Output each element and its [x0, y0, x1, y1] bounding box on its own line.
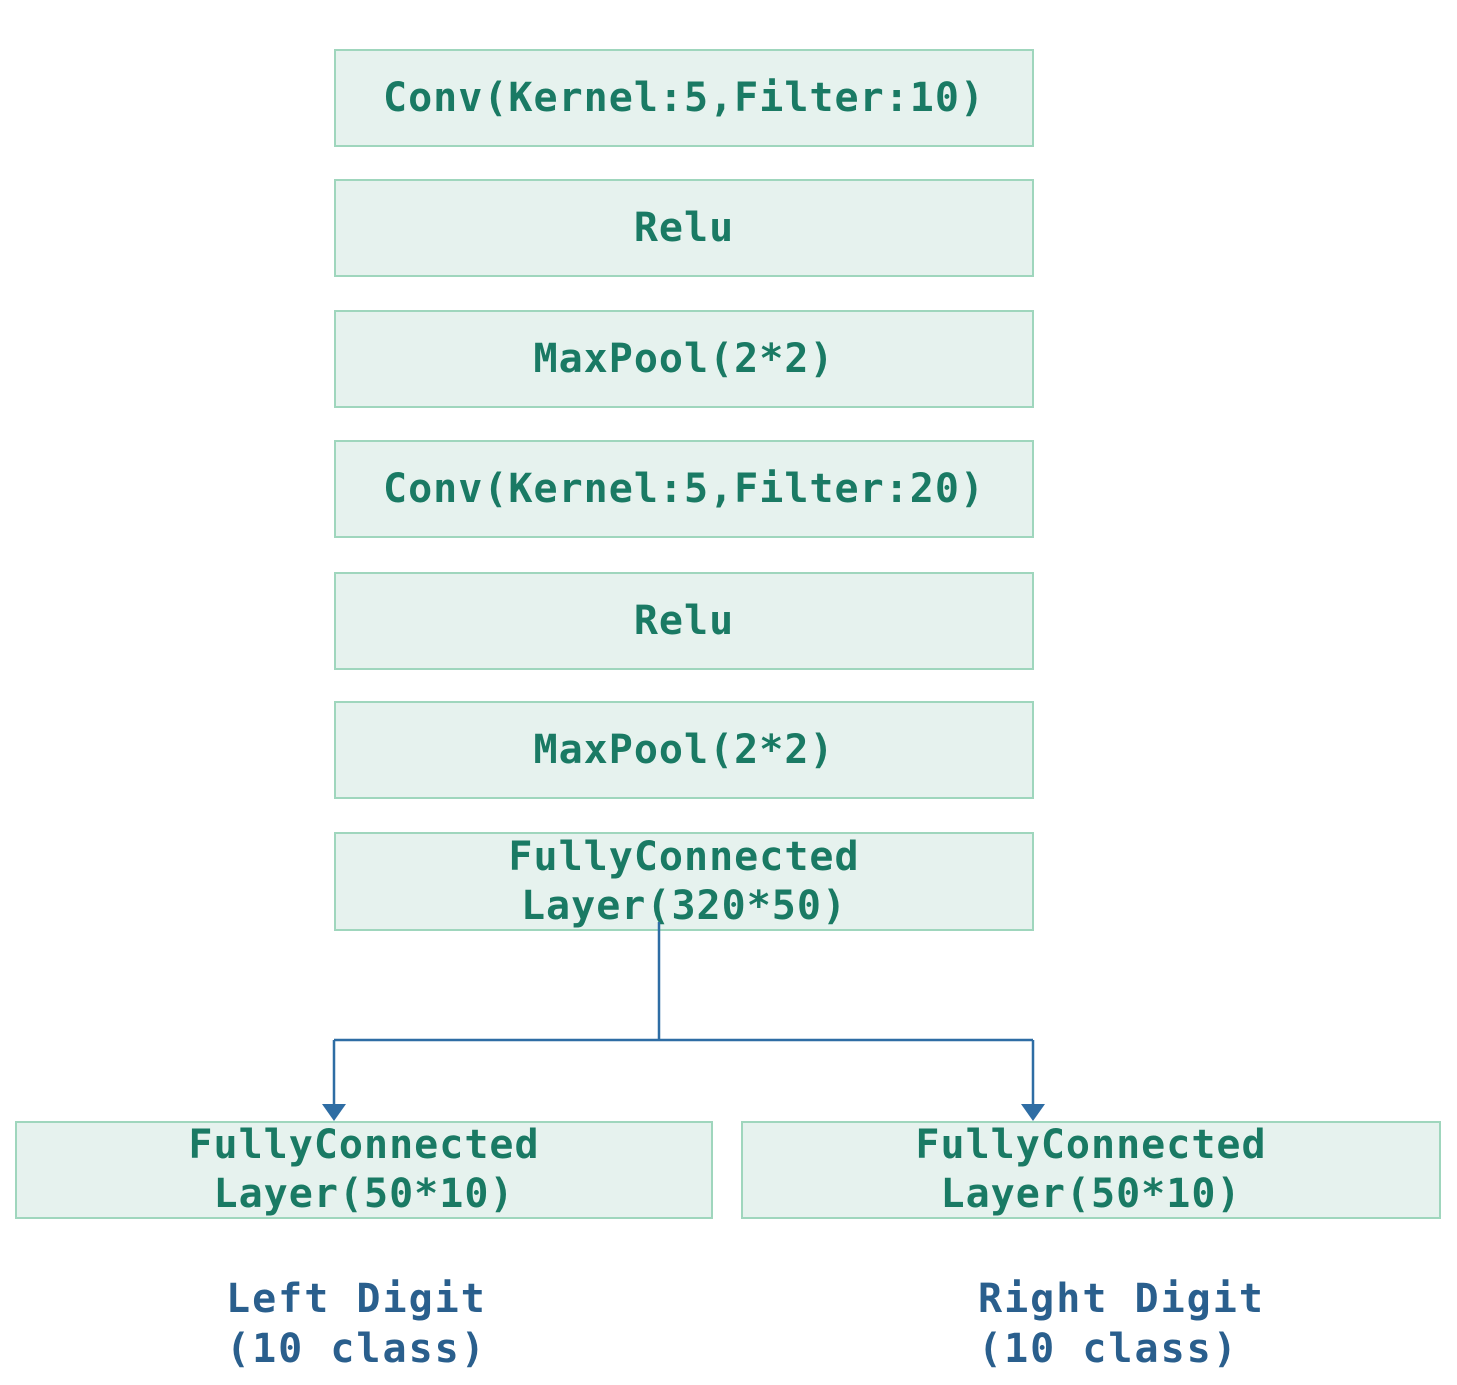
left-digit-classes: (10 class) — [226, 1326, 487, 1372]
conv-layer-1: Conv(Kernel:5,Filter:10) — [334, 49, 1034, 147]
relu-layer-1-label: Relu — [633, 205, 735, 251]
fc-left-label-line2: Layer(50*10) — [213, 1171, 515, 1217]
conv-layer-2-label: Conv(Kernel:5,Filter:20) — [383, 466, 985, 512]
fc-shared-label-line2: Layer(320*50) — [520, 882, 848, 929]
fully-connected-layer-left: FullyConnected Layer(50*10) — [15, 1121, 713, 1219]
maxpool-layer-1-label: MaxPool(2*2) — [533, 336, 835, 382]
relu-layer-2-label: Relu — [633, 598, 735, 644]
left-digit-label: Left Digit — [226, 1276, 487, 1322]
maxpool-layer-2: MaxPool(2*2) — [334, 701, 1034, 799]
right-digit-output: Right Digit (10 class) — [978, 1274, 1265, 1374]
fc-right-label-line2: Layer(50*10) — [940, 1171, 1242, 1217]
maxpool-layer-2-label: MaxPool(2*2) — [533, 727, 835, 773]
fc-shared-label-line1: FullyConnected — [508, 833, 860, 880]
right-digit-label: Right Digit — [978, 1276, 1265, 1322]
right-digit-classes: (10 class) — [978, 1326, 1239, 1372]
fc-right-label-line1: FullyConnected — [915, 1122, 1267, 1169]
fully-connected-layer-shared: FullyConnected Layer(320*50) — [334, 832, 1034, 931]
right-arrowhead — [1021, 1104, 1045, 1121]
relu-layer-2: Relu — [334, 572, 1034, 670]
left-digit-output: Left Digit (10 class) — [226, 1274, 487, 1374]
fc-left-label-line1: FullyConnected — [188, 1122, 540, 1169]
conv-layer-1-label: Conv(Kernel:5,Filter:10) — [383, 75, 985, 121]
left-arrowhead — [322, 1104, 346, 1121]
fully-connected-layer-right: FullyConnected Layer(50*10) — [741, 1121, 1441, 1219]
conv-layer-2: Conv(Kernel:5,Filter:20) — [334, 440, 1034, 538]
maxpool-layer-1: MaxPool(2*2) — [334, 310, 1034, 408]
relu-layer-1: Relu — [334, 179, 1034, 277]
